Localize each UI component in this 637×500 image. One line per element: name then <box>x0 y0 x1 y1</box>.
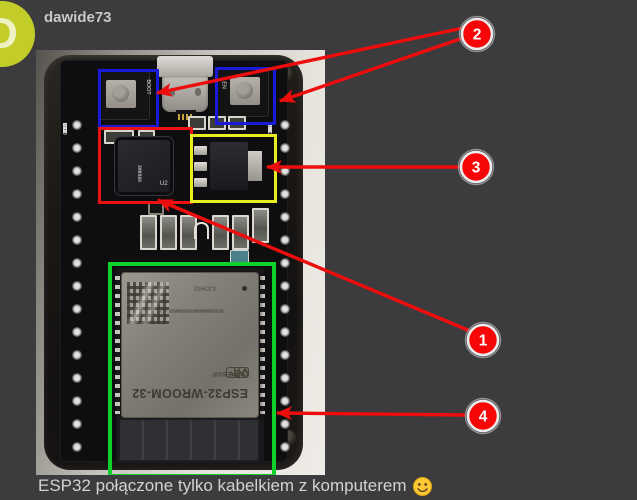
callout-circle-2: 2 <box>458 15 496 53</box>
kc-signal-logo <box>233 367 247 379</box>
annotation-box-boot <box>98 69 159 128</box>
smd-pad <box>188 116 206 130</box>
regulator-pad <box>194 178 207 187</box>
svg-text:1: 1 <box>479 333 488 350</box>
resistor <box>212 215 229 250</box>
username[interactable]: dawide73 <box>44 9 112 26</box>
avatar[interactable]: D <box>0 1 35 67</box>
module-logos: WiFi CE ESPRESSIF <box>131 364 249 382</box>
svg-text:4: 4 <box>479 409 488 426</box>
module-antenna <box>118 418 260 462</box>
pin-header-left <box>68 114 86 459</box>
usb-dimple <box>195 88 201 96</box>
svg-text:2: 2 <box>473 27 482 44</box>
avatar-letter: D <box>0 9 18 58</box>
usb-dimple <box>169 88 175 96</box>
callout-circle-3: 3 <box>457 148 495 186</box>
regulator-tab <box>248 151 262 181</box>
annotation-box-usb-chip <box>98 127 193 204</box>
voltage-regulator <box>210 142 248 190</box>
caption-text: ESP32 połączone tylko kabelkiem z komput… <box>38 476 407 495</box>
slight-smile-emoji <box>412 476 432 496</box>
usb-opening <box>176 110 196 121</box>
micro-usb-connector <box>157 56 213 77</box>
callout-circle-1: 1 <box>464 321 502 359</box>
regulator-pad <box>194 162 207 171</box>
resistor <box>252 208 269 243</box>
callout-circle-4: 4 <box>464 397 502 435</box>
pin-header-right <box>276 114 294 459</box>
boot-button-cap <box>112 85 129 102</box>
resistor <box>140 215 157 250</box>
silkscreen-hook <box>194 222 209 239</box>
module-castellations-left <box>115 276 120 414</box>
regulator-pad <box>194 146 207 155</box>
resistor <box>232 215 249 250</box>
annotation-box-module <box>108 262 276 475</box>
chip-refdes: U2 <box>159 179 168 187</box>
svg-text:3: 3 <box>472 160 481 177</box>
pin-label: D23 <box>61 122 69 133</box>
caption: ESP32 połączone tylko kabelkiem z komput… <box>38 476 432 496</box>
resistor <box>160 215 177 250</box>
module-castellations-right <box>260 276 265 414</box>
annotation-box-en <box>215 67 276 125</box>
annotation-box-regulator <box>190 134 277 203</box>
